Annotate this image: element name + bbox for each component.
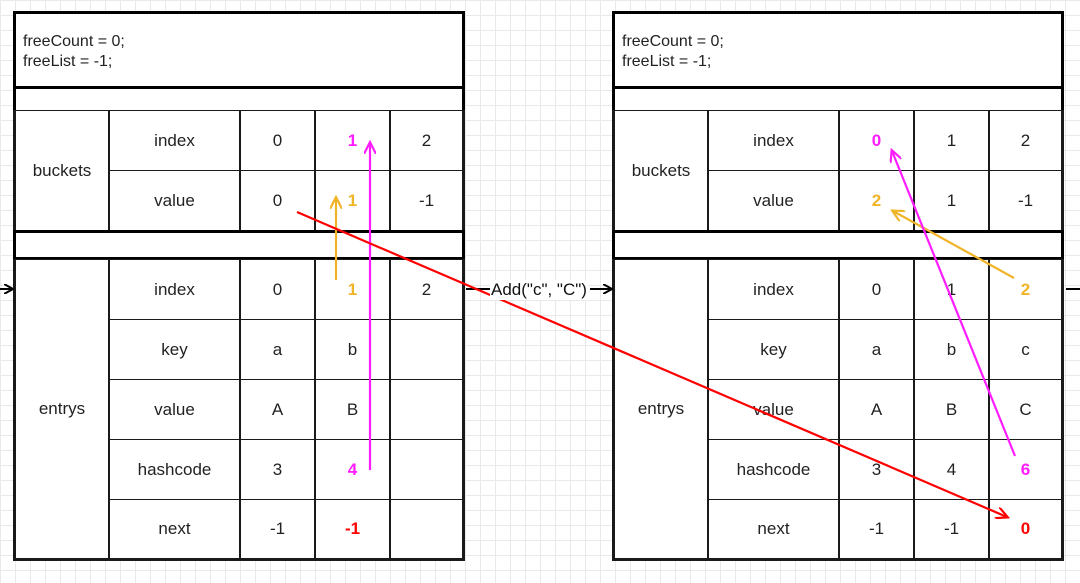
right-entrys-key-label: key	[708, 319, 839, 380]
left-freecount-text: freeCount = 0;	[23, 33, 125, 50]
left-entrys-next-label: next	[109, 499, 240, 561]
right-freecount-text: freeCount = 0;	[622, 33, 724, 50]
left-entrys-index-1: 1	[315, 259, 390, 320]
left-entrys-next-2	[390, 499, 465, 561]
right-buckets-index-1: 1	[914, 110, 989, 171]
right-entrys-value-label: value	[708, 379, 839, 440]
right-entrys-next-label: next	[708, 499, 839, 561]
left-entrys-key-0: a	[240, 319, 315, 380]
right-pink-arrow	[892, 151, 1017, 457]
left-header-box: freeCount = 0; freeList = -1;	[13, 11, 465, 89]
left-buckets-value-label: value	[109, 170, 240, 231]
right-entrys-key-2: c	[989, 319, 1064, 380]
left-entrys-value-0: A	[240, 379, 315, 440]
left-entrys-key-label: key	[109, 319, 240, 380]
right-buckets-value-1: 1	[914, 170, 989, 231]
left-entrys-next-0: -1	[240, 499, 315, 561]
left-buckets-index-label: index	[109, 110, 240, 171]
left-buckets-index-1: 1	[315, 110, 390, 171]
left-entrys-value-label: value	[109, 379, 240, 440]
left-entrys-key-1: b	[315, 319, 390, 380]
left-buckets-label: buckets	[13, 110, 109, 231]
right-buckets-value-2: -1	[989, 170, 1064, 231]
right-panel: freeCount = 0; freeList = -1; buckets in…	[612, 11, 1064, 561]
red-arrow	[296, 210, 1007, 517]
right-entrys-hashcode-label: hashcode	[708, 439, 839, 500]
right-separator-mid	[612, 230, 1064, 260]
left-entrys-value-2	[390, 379, 465, 440]
left-buckets-value-0: 0	[240, 170, 315, 231]
right-orange-arrow	[893, 211, 1015, 279]
right-buckets-label: buckets	[612, 110, 708, 231]
right-entrys-value-2: C	[989, 379, 1064, 440]
right-entrys-hashcode-2: 6	[989, 439, 1064, 500]
right-buckets-index-label: index	[708, 110, 839, 171]
left-entrys-label: entrys	[13, 259, 109, 561]
left-buckets-value-2: -1	[390, 170, 465, 231]
right-entrys-index-label: index	[708, 259, 839, 320]
right-entrys-next-0: -1	[839, 499, 914, 561]
right-buckets-value-label: value	[708, 170, 839, 231]
right-entrys-hashcode-1: 4	[914, 439, 989, 500]
left-buckets-index-0: 0	[240, 110, 315, 171]
right-entrys-label: entrys	[612, 259, 708, 561]
right-entrys-index-2: 2	[989, 259, 1064, 320]
right-entrys-value-1: B	[914, 379, 989, 440]
left-entrys-next-1: -1	[315, 499, 390, 561]
left-buckets-index-2: 2	[390, 110, 465, 171]
left-panel: freeCount = 0; freeList = -1; buckets in…	[13, 11, 465, 561]
right-entrys-index-1: 1	[914, 259, 989, 320]
left-freelist-text: freeList = -1;	[23, 53, 113, 70]
left-entrys-hashcode-1: 4	[315, 439, 390, 500]
right-buckets-index-2: 2	[989, 110, 1064, 171]
right-entrys-next-1: -1	[914, 499, 989, 561]
operation-label: Add("c", "C")	[490, 280, 588, 300]
right-entrys-key-1: b	[914, 319, 989, 380]
right-header-box: freeCount = 0; freeList = -1;	[612, 11, 1064, 89]
left-entrys-index-label: index	[109, 259, 240, 320]
right-freelist-text: freeList = -1;	[622, 53, 712, 70]
left-separator-mid	[13, 230, 465, 260]
